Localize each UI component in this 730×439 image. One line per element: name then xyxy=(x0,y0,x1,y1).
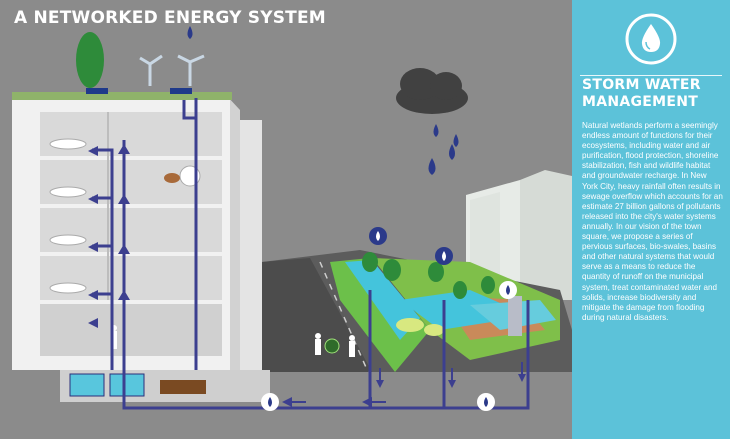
building-cutaway xyxy=(12,54,355,402)
divider xyxy=(580,75,722,76)
raindrop-icon xyxy=(187,26,459,175)
flow-arrow-icon xyxy=(88,144,526,407)
illustration xyxy=(12,26,572,411)
background-buildings xyxy=(466,170,572,300)
heading-line-2: MANAGEMENT xyxy=(582,94,699,110)
sidebar-heading: STORM WATER MANAGEMENT xyxy=(582,77,722,111)
solar-panel-icon xyxy=(86,88,108,94)
water-pipes xyxy=(92,98,530,410)
street-plaza xyxy=(262,250,572,373)
storm-water-sidebar: STORM WATER MANAGEMENT Natural wetlands … xyxy=(572,0,730,439)
rain-cloud-icon xyxy=(396,68,468,114)
page-title: A NETWORKED ENERGY SYSTEM xyxy=(14,8,326,28)
heading-line-1: STORM WATER xyxy=(582,77,701,93)
tree-icon xyxy=(76,32,495,299)
sidebar-body-text: Natural wetlands perform a seemingly end… xyxy=(582,121,723,322)
drop-marker-icon xyxy=(261,227,517,411)
wind-turbine-icon xyxy=(139,54,205,86)
water-drop-icon xyxy=(624,12,678,66)
